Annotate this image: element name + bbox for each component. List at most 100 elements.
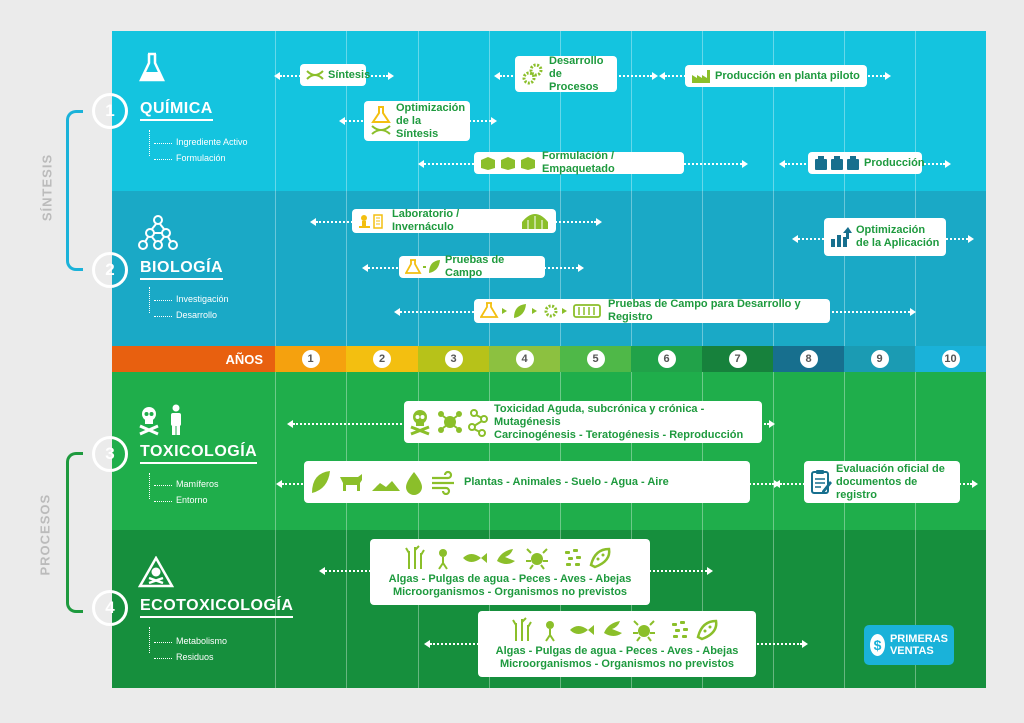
gridline <box>346 31 347 346</box>
gridline <box>631 372 632 688</box>
year-cell-9: 9 <box>844 346 915 372</box>
sub-ingrediente-activo: Ingrediente Activo <box>154 137 248 147</box>
gridline <box>489 31 490 346</box>
environment-icons <box>310 469 460 495</box>
gridline <box>275 31 276 346</box>
gridline <box>275 372 276 688</box>
gridline <box>773 31 774 346</box>
gridline <box>844 31 845 346</box>
primeras-ventas-badge: $ PRIMERAS VENTAS <box>864 625 954 665</box>
task-laboratorio: Laboratorio / Invernáculo <box>352 208 556 233</box>
gridline <box>702 372 703 688</box>
sub-connector <box>149 627 150 653</box>
year-cell-4: 4 <box>489 346 560 372</box>
sub-metabolismo: Metabolismo <box>153 636 228 646</box>
sintesis-label: SÍNTESIS <box>39 153 55 222</box>
skull-person-icon <box>138 404 186 436</box>
year-cell-1: 1 <box>275 346 346 372</box>
task-eco2: Algas - Pulgas de agua - Peces - Aves - … <box>478 611 756 677</box>
task-desarrollo-procesos: Desarrollo de Procesos <box>515 55 617 93</box>
toxicologia-band <box>112 372 986 530</box>
year-cell-2: 2 <box>346 346 418 372</box>
organisms-icons <box>405 545 615 571</box>
flask-icon <box>138 52 166 84</box>
flask-leaf-icon <box>405 259 441 275</box>
section-title-biologia: BIOLOGÍA <box>140 259 224 280</box>
year-number: 4 <box>515 350 534 368</box>
task-sintesis: Síntesis <box>300 64 370 86</box>
procesos-brace <box>66 452 83 613</box>
year-cell-5: 5 <box>560 346 631 372</box>
year-number: 7 <box>728 350 747 368</box>
sub-connector <box>149 473 150 499</box>
skull-cells-icon <box>410 407 490 437</box>
year-cell-8: 8 <box>773 346 844 372</box>
containers-icon <box>814 156 860 170</box>
year-number: 10 <box>941 350 960 368</box>
year-number: 1 <box>301 350 320 368</box>
section-title-ecotoxicologia: ECOTOXICOLOGÍA <box>140 597 294 618</box>
gridline <box>560 31 561 346</box>
dna-icon <box>306 69 324 81</box>
task-formulacion: Formulación / Empaquetado <box>474 150 684 175</box>
growth-chart-icon <box>830 227 852 247</box>
sub-entorno: Entorno <box>154 495 208 505</box>
gridline <box>915 372 916 688</box>
gridline <box>773 372 774 688</box>
task-toxicidad: Toxicidad Aguda, subcrónica y crónica - … <box>404 401 762 443</box>
task-planta-piloto: Producción en planta piloto <box>685 65 867 87</box>
sub-investigacion: Investigación <box>154 294 229 304</box>
year-cell-10: 10 <box>915 346 986 372</box>
year-cell-6: 6 <box>631 346 702 372</box>
gridline <box>844 372 845 688</box>
year-number: 3 <box>444 350 463 368</box>
year-cell-3: 3 <box>418 346 489 372</box>
section-number-3: 3 <box>92 436 128 472</box>
year-number: 9 <box>870 350 889 368</box>
gridline <box>489 372 490 688</box>
year-number: 8 <box>799 350 818 368</box>
sub-mamiferos: Mamíferos <box>154 479 219 489</box>
task-produccion: Producción <box>808 152 925 174</box>
gridline <box>418 31 419 346</box>
gridline <box>915 31 916 346</box>
gridline <box>418 372 419 688</box>
task-optimizacion-aplicacion: Optimización de la Aplicación <box>824 218 946 256</box>
year-cell-7: 7 <box>702 346 773 372</box>
sintesis-brace <box>66 110 83 271</box>
greenhouse-icon <box>520 212 550 230</box>
sub-connector <box>149 287 150 313</box>
section-title-quimica: QUÍMICA <box>140 100 213 121</box>
task-pruebas-campo: Pruebas de Campo <box>399 254 545 279</box>
year-number: 5 <box>586 350 605 368</box>
task-entorno: Plantas - Animales - Suelo - Agua - Aire <box>304 461 750 503</box>
task-evaluacion: Evaluación oficial de documentos de regi… <box>804 461 960 503</box>
gridline <box>560 372 561 688</box>
section-title-toxicologia: TOXICOLOGÍA <box>140 443 258 464</box>
gridline <box>631 31 632 346</box>
flask-dna-icon <box>370 106 392 136</box>
year-number: 2 <box>373 350 391 368</box>
task-pruebas-registro: Pruebas de Campo para Desarrollo y Regis… <box>474 298 830 323</box>
section-number-1: 1 <box>92 93 128 129</box>
hazard-icon <box>138 556 174 588</box>
clipboard-icon <box>810 469 832 495</box>
process-chain-icon <box>480 302 604 320</box>
organisms-icons <box>512 617 722 643</box>
gridline <box>702 31 703 346</box>
task-optimizacion-sintesis: Optimización de la Síntesis <box>364 101 470 141</box>
sub-connector <box>149 130 150 156</box>
sub-formulacion: Formulación <box>154 153 226 163</box>
gridline <box>346 372 347 688</box>
microscope-icon <box>358 213 388 229</box>
section-number-2: 2 <box>92 252 128 288</box>
molecule-icon <box>138 214 178 250</box>
timeline-label: AÑOS <box>112 346 275 372</box>
procesos-label: PROCESOS <box>37 493 53 576</box>
section-number-4: 4 <box>92 590 128 626</box>
dollar-icon: $ <box>870 634 885 656</box>
gears-icon <box>521 62 545 86</box>
boxes-icon <box>480 156 538 170</box>
year-number: 6 <box>657 350 676 368</box>
sub-desarrollo: Desarrollo <box>153 310 218 320</box>
